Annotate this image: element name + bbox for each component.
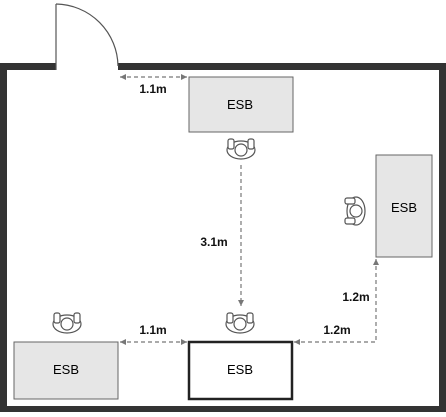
dimension-right-desk-to-corner-label: 1.2m [342, 290, 369, 304]
desk-top-label: ESB [227, 97, 253, 112]
person-top-icon [226, 138, 256, 160]
desk-bottom-left-label: ESB [53, 362, 79, 377]
desk-bottom-center-label: ESB [227, 362, 253, 377]
wall-top-right [118, 63, 446, 70]
dimension-bottom-left-to-center: 1.1m [120, 323, 187, 345]
desk-right-label: ESB [391, 200, 417, 215]
desk-bottom-center: ESB [187, 340, 294, 401]
wall-left [0, 63, 7, 412]
wall-right [439, 63, 446, 412]
dimension-bottom-center-to-corner: 1.2m [294, 323, 376, 345]
dimension-vertical-path-label: 3.1m [200, 235, 227, 249]
person-right-icon [344, 196, 366, 226]
wall-bottom [0, 406, 446, 412]
person-bottom-left-icon [52, 312, 82, 334]
desk-right: ESB [375, 154, 433, 258]
dimension-bottom-left-to-center-label: 1.1m [139, 323, 166, 337]
dimension-door-to-desk-label: 1.1m [139, 82, 166, 96]
wall-top-left [0, 63, 56, 70]
dimension-door-to-desk: 1.1m [120, 74, 187, 96]
door [55, 3, 119, 70]
door-swing-arc [55, 3, 119, 67]
desk-bottom-left: ESB [13, 341, 119, 400]
person-bottom-center-icon [225, 312, 255, 334]
dimension-right-desk-to-corner: 1.2m [342, 259, 379, 342]
dimension-vertical-path: 3.1m [200, 165, 244, 306]
desk-top: ESB [188, 76, 294, 133]
dimension-bottom-center-to-corner-label: 1.2m [323, 323, 350, 337]
